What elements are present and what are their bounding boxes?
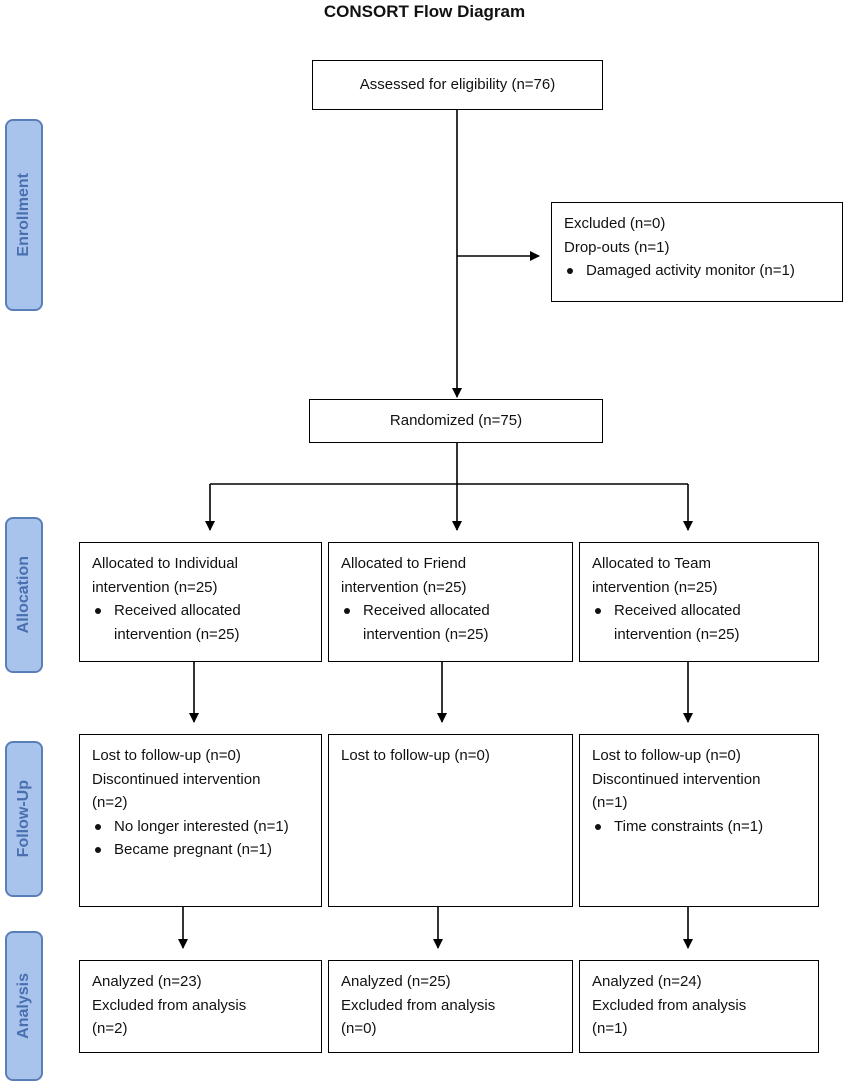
- followup-line: Discontinued intervention: [92, 770, 261, 788]
- followup-bullet: No longer interested (n=1): [92, 815, 311, 839]
- analysis-line: Excluded from analysis: [341, 996, 496, 1014]
- analysis-line: Analyzed (n=25): [341, 973, 451, 990]
- analysis-box-individual: Analyzed (n=23) Excluded from analysis (…: [79, 960, 322, 1053]
- allocation-line: intervention (n=25): [92, 578, 218, 596]
- excluded-bullet: Damaged activity monitor (n=1): [564, 259, 832, 283]
- followup-box-team: Lost to follow-up (n=0) Discontinued int…: [579, 734, 819, 907]
- dropouts-line: Drop-outs (n=1): [564, 238, 670, 256]
- allocation-box-friend: Allocated to Friend intervention (n=25) …: [328, 542, 573, 662]
- analysis-line: Excluded from analysis: [592, 996, 747, 1014]
- allocation-box-individual: Allocated to Individual intervention (n=…: [79, 542, 322, 662]
- allocation-bullet: Received allocated intervention (n=25): [341, 599, 562, 646]
- followup-box-friend: Lost to follow-up (n=0): [328, 734, 573, 907]
- followup-line: (n=2): [92, 794, 128, 811]
- assessed-box: Assessed for eligibility (n=76): [312, 60, 603, 110]
- randomized-box: Randomized (n=75): [309, 399, 603, 443]
- followup-line: Lost to follow-up (n=0): [341, 747, 490, 764]
- analysis-line: (n=1): [592, 1020, 628, 1037]
- followup-bullet: Became pregnant (n=1): [92, 838, 311, 862]
- analysis-box-friend: Analyzed (n=25) Excluded from analysis (…: [328, 960, 573, 1053]
- allocation-bullet: Received allocated intervention (n=25): [92, 599, 311, 646]
- allocation-line: intervention (n=25): [341, 578, 467, 596]
- phase-label-followup: Follow-Up: [5, 741, 43, 897]
- assessed-text: Assessed for eligibility (n=76): [359, 76, 556, 94]
- followup-line: Discontinued intervention: [592, 770, 761, 788]
- allocation-bullet: Received allocated intervention (n=25): [592, 599, 808, 646]
- followup-line: Lost to follow-up (n=0): [592, 747, 741, 764]
- analysis-line: (n=0): [341, 1020, 377, 1037]
- allocation-box-team: Allocated to Team intervention (n=25) Re…: [579, 542, 819, 662]
- excluded-box: Excluded (n=0) Drop-outs (n=1) Damaged a…: [551, 202, 843, 302]
- analysis-box-team: Analyzed (n=24) Excluded from analysis (…: [579, 960, 819, 1053]
- followup-box-individual: Lost to follow-up (n=0) Discontinued int…: [79, 734, 322, 907]
- analysis-line: Analyzed (n=24): [592, 973, 702, 990]
- phase-label-analysis: Analysis: [5, 931, 43, 1081]
- analysis-line: (n=2): [92, 1020, 128, 1037]
- followup-line: (n=1): [592, 794, 628, 811]
- followup-line: Lost to follow-up (n=0): [92, 747, 241, 764]
- randomized-text: Randomized (n=75): [389, 412, 523, 430]
- allocation-line: Allocated to Friend: [341, 555, 467, 572]
- allocation-line: Allocated to Team: [592, 555, 711, 572]
- excluded-line: Excluded (n=0): [564, 215, 666, 232]
- diagram-title: CONSORT Flow Diagram: [323, 2, 526, 21]
- analysis-line: Analyzed (n=23): [92, 973, 202, 990]
- allocation-line: intervention (n=25): [592, 578, 718, 596]
- phase-label-enrollment: Enrollment: [5, 119, 43, 311]
- phase-label-allocation: Allocation: [5, 517, 43, 673]
- allocation-line: Allocated to Individual: [92, 555, 238, 572]
- analysis-line: Excluded from analysis: [92, 996, 247, 1014]
- followup-bullet: Time constraints (n=1): [592, 815, 808, 839]
